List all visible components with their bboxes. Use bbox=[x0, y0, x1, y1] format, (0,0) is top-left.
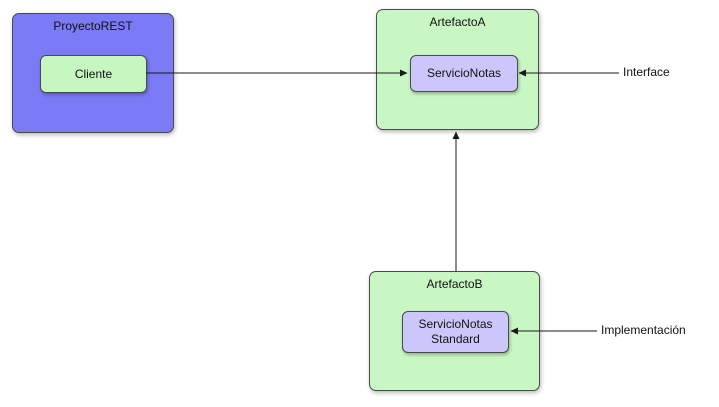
servicio-notas-standard-box[interactable]: ServicioNotas Standard bbox=[402, 311, 509, 353]
proyecto-rest-title: ProyectoREST bbox=[53, 19, 133, 33]
interface-label: Interface bbox=[623, 65, 670, 79]
servicio-notas-box[interactable]: ServicioNotas bbox=[410, 55, 518, 92]
servicio-notas-standard-line2: Standard bbox=[431, 332, 480, 346]
artefacto-b-container[interactable]: ArtefactoB ServicioNotas Standard bbox=[369, 271, 540, 391]
artefacto-a-container[interactable]: ArtefactoA ServicioNotas bbox=[376, 9, 539, 130]
artefacto-a-title: ArtefactoA bbox=[429, 15, 486, 29]
servicio-notas-standard-line1: ServicioNotas bbox=[418, 317, 493, 331]
cliente-label: Cliente bbox=[74, 66, 113, 81]
proyecto-rest-container[interactable]: ProyectoREST Cliente bbox=[12, 13, 174, 133]
cliente-box[interactable]: Cliente bbox=[40, 55, 147, 93]
servicio-notas-label: ServicioNotas bbox=[426, 66, 502, 80]
implementacion-label: Implementación bbox=[601, 323, 686, 337]
artefacto-b-title: ArtefactoB bbox=[426, 277, 483, 291]
